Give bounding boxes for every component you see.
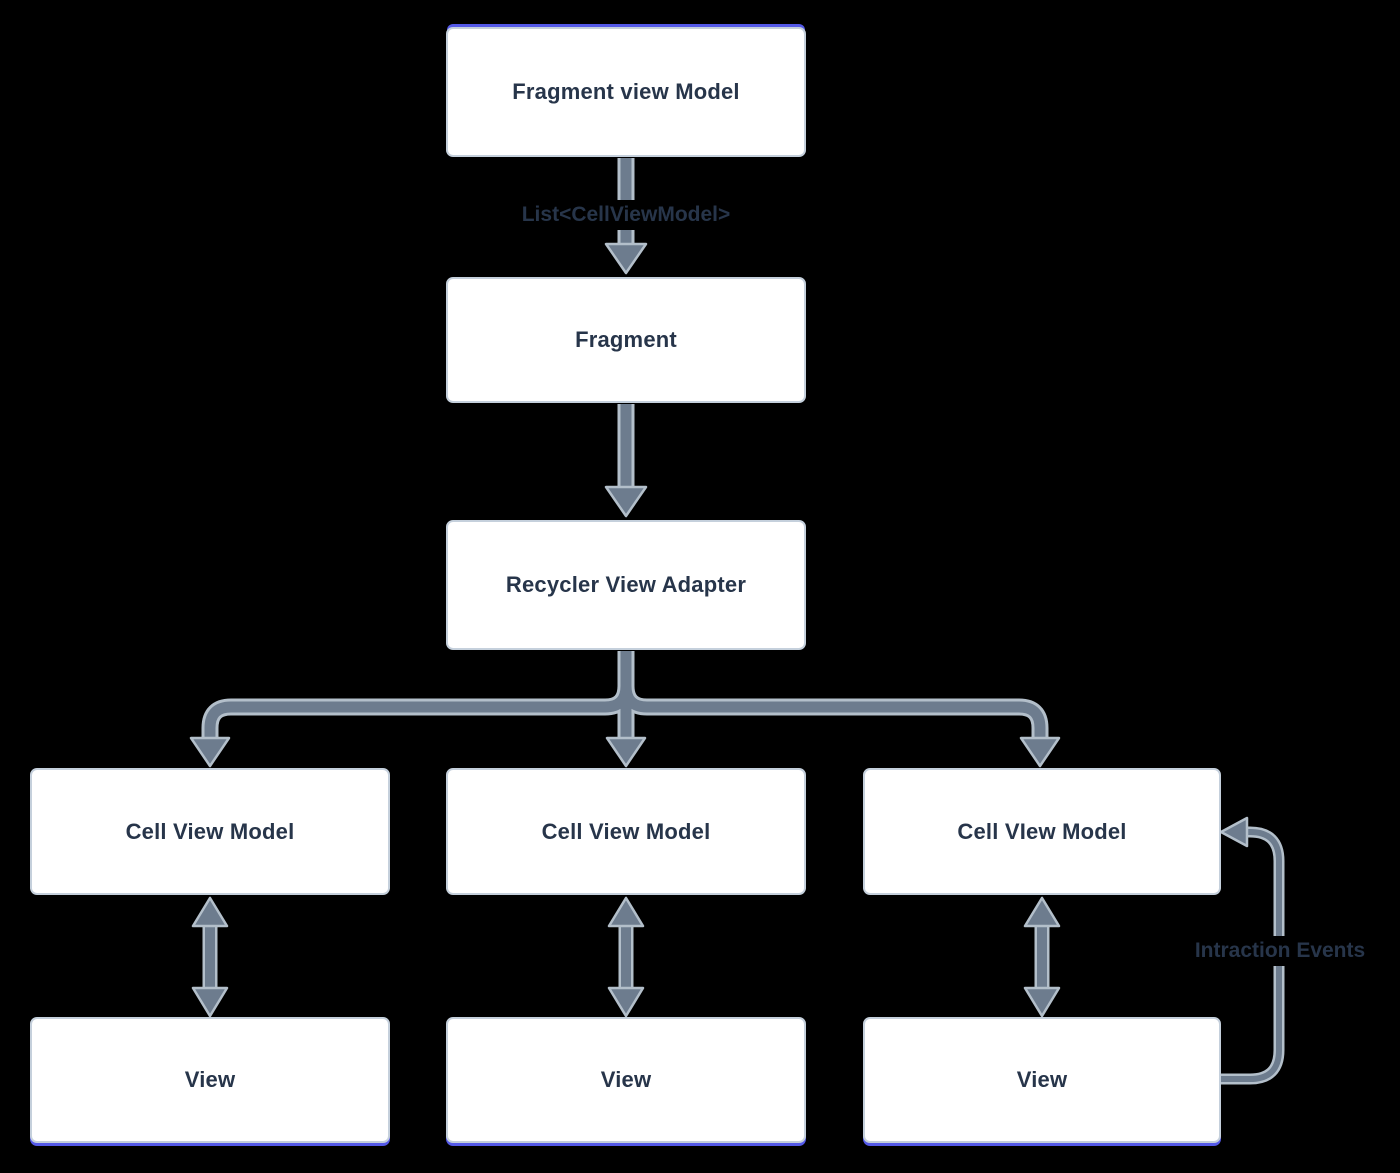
node-label: View xyxy=(184,1067,236,1092)
edge-cellviewmodel3-view3 xyxy=(1023,896,1061,1018)
node-label: Cell View Model xyxy=(125,818,295,844)
arrowhead-down-icon xyxy=(1019,736,1061,768)
arrowhead-down-icon xyxy=(191,986,229,1018)
node-view-3: View xyxy=(863,1017,1221,1143)
arrowhead-down-icon xyxy=(605,736,647,768)
node-label: Recycler View Adapter xyxy=(505,572,747,597)
arrowhead-up-icon xyxy=(191,896,229,928)
node-recycler-view-adapter: Recycler View Adapter xyxy=(446,520,806,650)
node-label: View xyxy=(600,1067,652,1092)
arrowhead-left-icon xyxy=(1219,816,1249,848)
node-cell-view-model-2: Cell View Model xyxy=(446,768,806,895)
arrowhead-up-icon xyxy=(607,896,645,928)
node-label: Cell View Model xyxy=(541,818,711,844)
node-label: Cell VIew Model xyxy=(957,818,1127,844)
node-cell-view-model-3: Cell VIew Model xyxy=(863,768,1221,895)
edge-label-list-cellviewmodel: List<CellViewModel> xyxy=(496,200,756,230)
node-label: View xyxy=(1016,1067,1068,1092)
branch-lines xyxy=(204,651,1046,739)
edge-fragment-to-adapter xyxy=(604,404,648,518)
arrowhead-down-icon xyxy=(604,485,648,518)
arrowhead-down-icon xyxy=(189,736,231,768)
arrowhead-down-icon xyxy=(1023,986,1061,1018)
edge-cellviewmodel1-view1 xyxy=(191,896,229,1018)
edge-label-intraction-events: Intraction Events xyxy=(1170,936,1390,966)
node-cell-view-model-1: Cell View Model xyxy=(30,768,390,895)
node-label: Fragment view Model xyxy=(512,79,740,104)
node-view-2: View xyxy=(446,1017,806,1143)
node-view-1: View xyxy=(30,1017,390,1143)
arrowhead-up-icon xyxy=(1023,896,1061,928)
edge-adapter-branch xyxy=(189,651,1061,768)
node-label: Fragment xyxy=(575,327,677,352)
node-fragment-view-model: Fragment view Model xyxy=(446,27,806,157)
arrowhead-down-icon xyxy=(607,986,645,1018)
edge-cellviewmodel2-view2 xyxy=(607,896,645,1018)
arrowhead-down-icon xyxy=(604,242,648,275)
node-fragment: Fragment xyxy=(446,277,806,403)
